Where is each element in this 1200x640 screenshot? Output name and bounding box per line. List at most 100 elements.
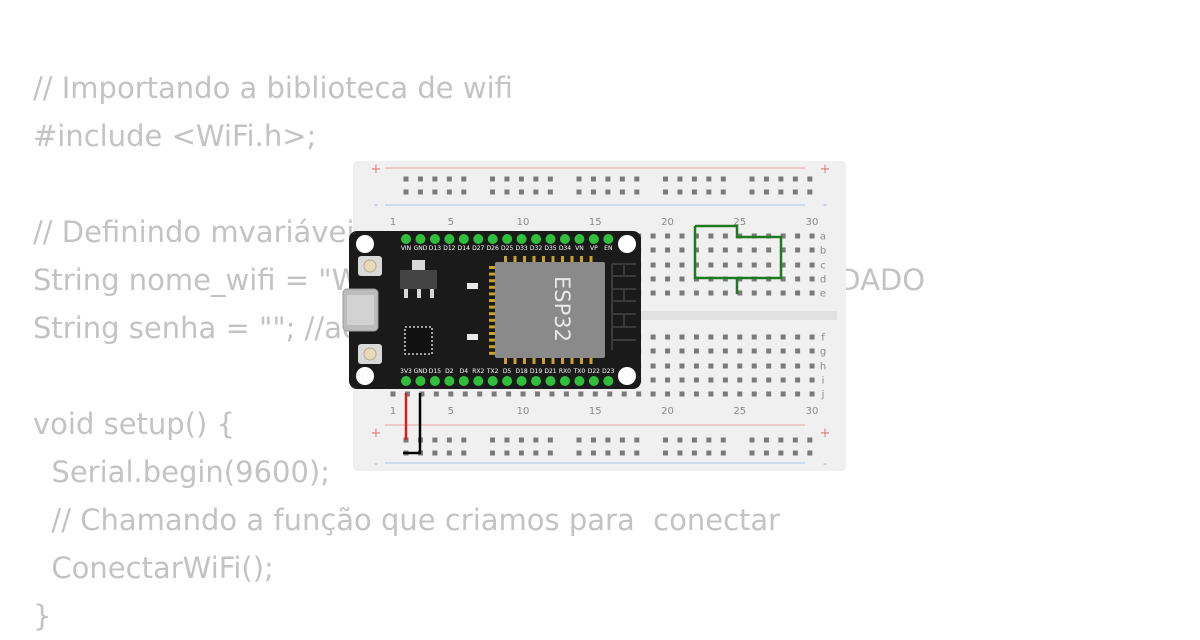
header-pin[interactable] bbox=[415, 376, 426, 386]
breadboard-hole bbox=[520, 391, 526, 397]
header-pin[interactable] bbox=[487, 376, 498, 386]
breadboard-hole bbox=[592, 391, 598, 397]
breadboard-hole bbox=[780, 262, 786, 268]
module-pad bbox=[489, 345, 497, 349]
header-pin[interactable] bbox=[429, 376, 440, 386]
rail-hole bbox=[778, 437, 784, 443]
breadboard-hole bbox=[795, 391, 801, 397]
black-wire[interactable] bbox=[403, 393, 422, 455]
header-pin[interactable] bbox=[603, 234, 614, 244]
reset-button[interactable] bbox=[363, 347, 377, 361]
breadboard-hole bbox=[665, 276, 671, 282]
rail-hole bbox=[605, 189, 611, 195]
breadboard-hole bbox=[708, 262, 714, 268]
breadboard-hole bbox=[737, 247, 743, 253]
module-pad bbox=[561, 256, 564, 264]
column-number: 5 bbox=[448, 217, 454, 228]
rail-hole bbox=[504, 176, 510, 182]
header-pin[interactable] bbox=[559, 234, 570, 244]
rail-hole bbox=[504, 189, 510, 195]
module-pads bbox=[489, 256, 593, 364]
header-pin[interactable] bbox=[545, 234, 556, 244]
module-pad bbox=[489, 299, 497, 302]
breadboard-hole bbox=[737, 348, 743, 354]
rail-hole bbox=[432, 437, 438, 443]
header-pin[interactable] bbox=[487, 234, 498, 244]
column-number: 25 bbox=[733, 406, 746, 417]
header-pin[interactable] bbox=[444, 234, 455, 244]
header-pin[interactable] bbox=[531, 234, 542, 244]
header-pin[interactable] bbox=[458, 376, 469, 386]
rail-hole bbox=[533, 189, 539, 195]
header-pin[interactable] bbox=[458, 234, 469, 244]
header-pin[interactable] bbox=[603, 376, 614, 386]
header-pin[interactable] bbox=[545, 376, 556, 386]
header-pin[interactable] bbox=[473, 376, 484, 386]
rail-hole bbox=[763, 189, 769, 195]
header-pin[interactable] bbox=[574, 376, 585, 386]
header-pin[interactable] bbox=[574, 234, 585, 244]
green-wire[interactable] bbox=[693, 224, 783, 294]
breadboard-hole bbox=[722, 233, 728, 239]
column-number: 15 bbox=[589, 217, 602, 228]
module-pad bbox=[489, 325, 497, 329]
header-pin[interactable] bbox=[516, 376, 527, 386]
header-pin[interactable] bbox=[401, 234, 411, 244]
column-number: 10 bbox=[517, 406, 530, 417]
row-letter: b bbox=[820, 246, 826, 257]
module-pad bbox=[542, 256, 545, 264]
header-pin[interactable] bbox=[516, 234, 527, 244]
header-pin[interactable] bbox=[415, 234, 426, 244]
breadboard-hole bbox=[722, 334, 728, 340]
breadboard-hole bbox=[390, 391, 396, 397]
row-letter: a bbox=[820, 232, 826, 243]
breadboard-hole bbox=[679, 391, 685, 397]
breadboard-hole bbox=[722, 262, 728, 268]
breadboard-hole bbox=[780, 290, 786, 296]
header-pin[interactable] bbox=[502, 234, 513, 244]
mounting-hole bbox=[356, 235, 374, 253]
breadboard-hole bbox=[766, 348, 772, 354]
rail-plus-label: + bbox=[820, 426, 831, 441]
header-pin[interactable] bbox=[588, 376, 599, 386]
breadboard-hole bbox=[766, 262, 772, 268]
rail-hole bbox=[792, 437, 798, 443]
rail-hole bbox=[417, 189, 423, 195]
breadboard-hole bbox=[809, 276, 815, 282]
header-pin[interactable] bbox=[473, 234, 484, 244]
header-pin[interactable] bbox=[559, 376, 570, 386]
rail-hole bbox=[504, 450, 510, 456]
header-pin[interactable] bbox=[502, 376, 513, 386]
header-pin[interactable] bbox=[444, 376, 455, 386]
module-pad bbox=[523, 256, 526, 264]
code-line: // Importando a biblioteca de wifi bbox=[33, 71, 513, 105]
header-pin[interactable] bbox=[401, 376, 411, 386]
breadboard-hole bbox=[693, 233, 699, 239]
rail-hole bbox=[749, 189, 755, 195]
rail-hole bbox=[749, 450, 755, 456]
header-pin[interactable] bbox=[588, 234, 599, 244]
header-pin[interactable] bbox=[531, 376, 542, 386]
breadboard-hole bbox=[679, 262, 685, 268]
breadboard-hole bbox=[665, 247, 671, 253]
pin-label: D2 bbox=[445, 368, 454, 375]
rail-hole bbox=[619, 176, 625, 182]
rail-hole bbox=[432, 450, 438, 456]
module-pad bbox=[489, 285, 497, 289]
breadboard-hole bbox=[751, 290, 757, 296]
module-pad bbox=[504, 256, 507, 264]
breadboard-hole bbox=[708, 348, 714, 354]
breadboard-hole bbox=[563, 391, 569, 397]
rail-hole bbox=[461, 437, 467, 443]
rail-hole bbox=[576, 189, 582, 195]
rail-hole bbox=[720, 189, 726, 195]
module-pad bbox=[561, 356, 564, 364]
breadboard-hole bbox=[665, 262, 671, 268]
boot-button[interactable] bbox=[363, 259, 377, 273]
row-letter: g bbox=[820, 347, 826, 358]
header-pin[interactable] bbox=[429, 234, 440, 244]
rail-hole bbox=[518, 437, 524, 443]
breadboard-hole bbox=[751, 363, 757, 369]
rail-hole bbox=[677, 189, 683, 195]
